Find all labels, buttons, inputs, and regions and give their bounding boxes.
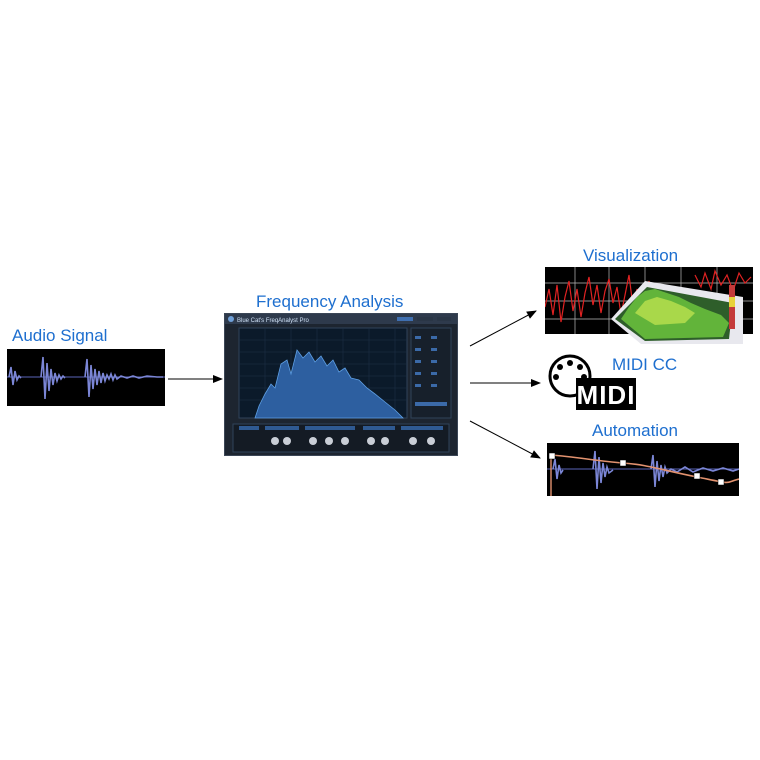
automation-point — [693, 472, 701, 480]
frequency-analyzer-plugin: Blue Cat's FreqAnalyst Pro — [224, 313, 458, 456]
midi-connector-icon: MIDI — [548, 354, 636, 410]
arrow-to-automation — [469, 420, 541, 459]
automation-point — [619, 459, 627, 467]
visualization-graphic — [545, 267, 753, 344]
automation-point — [548, 452, 556, 460]
audio-waveform-panel — [7, 349, 165, 406]
visualization-label: Visualization — [583, 246, 679, 265]
midi-logo: MIDI — [548, 354, 638, 412]
automation-panel — [547, 443, 739, 496]
plugin-title: Blue Cat's FreqAnalyst Pro — [237, 318, 310, 324]
automation-graphic — [547, 450, 739, 496]
arrow-to-visualization — [469, 310, 537, 347]
audio-waveform — [7, 356, 165, 400]
frequency-analysis-label: Frequency Analysis — [256, 292, 404, 311]
automation-label: Automation — [592, 421, 678, 440]
visualization-panel — [545, 267, 753, 344]
plugin-graphic: Blue Cat's FreqAnalyst Pro — [225, 314, 457, 453]
midi-cc-label: MIDI CC — [612, 355, 678, 374]
midi-logo-text: MIDI — [577, 380, 636, 410]
automation-point — [717, 478, 725, 486]
audio-signal-label: Audio Signal — [12, 326, 108, 345]
